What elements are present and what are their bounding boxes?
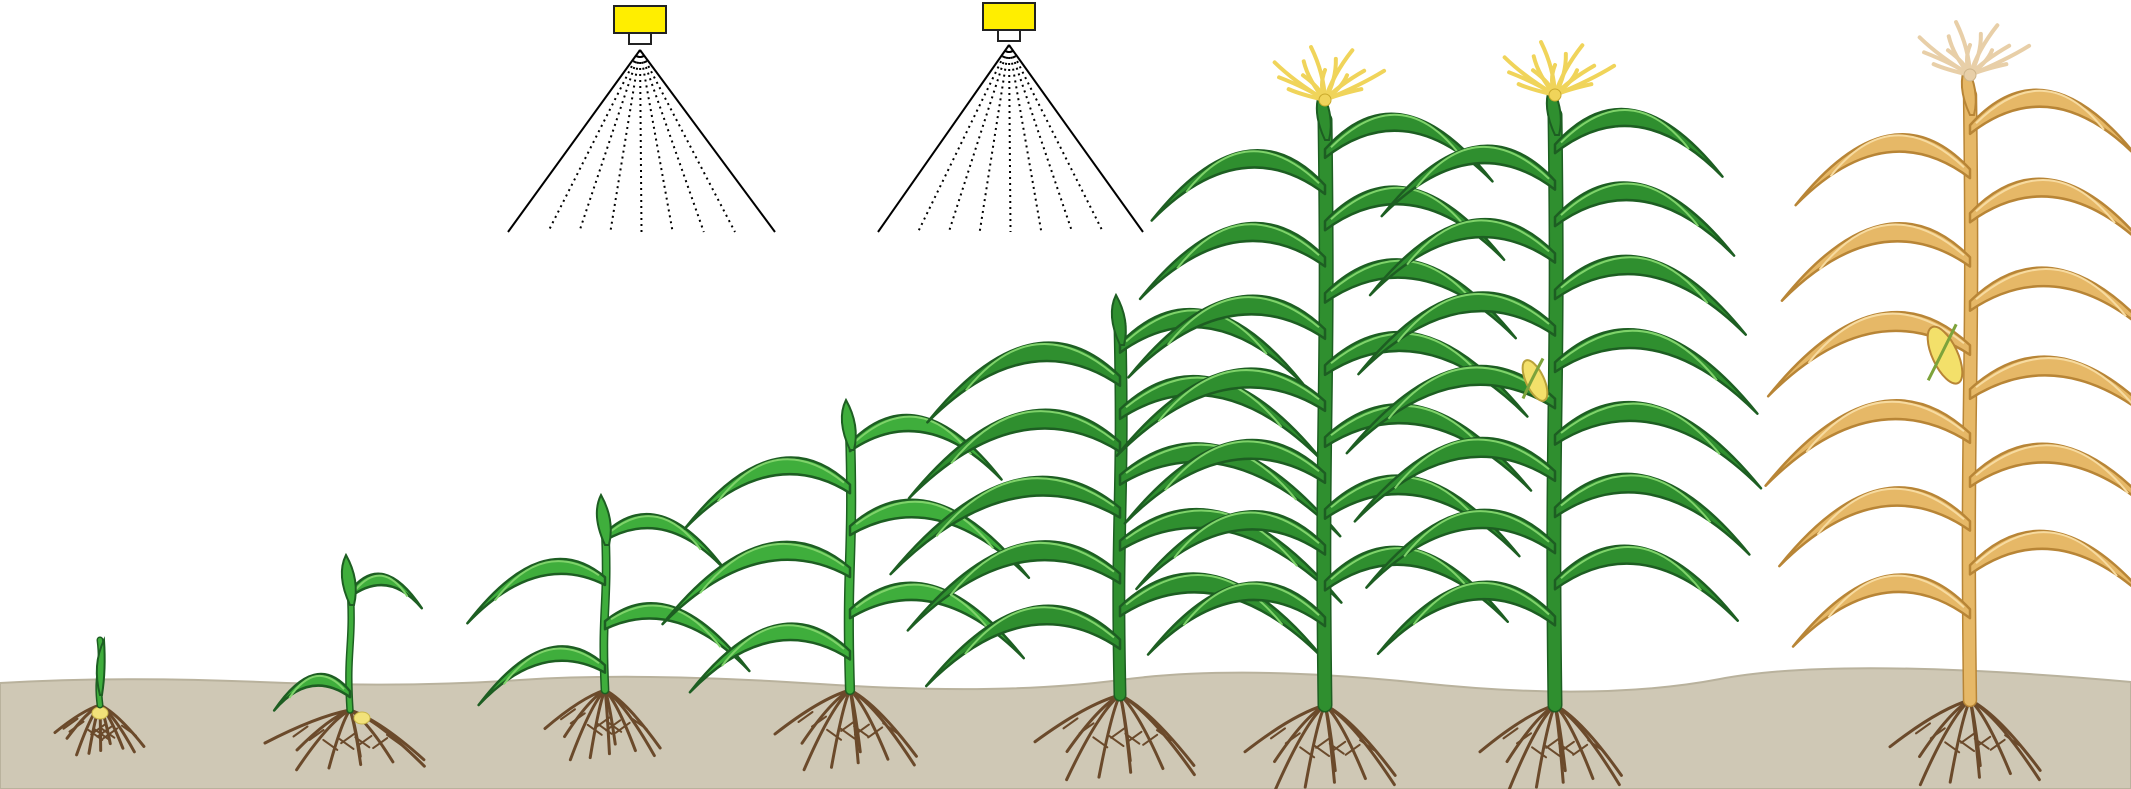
plant-leaf bbox=[1970, 444, 2131, 526]
plant-leaf bbox=[1555, 182, 1734, 255]
plant-leaf bbox=[1555, 329, 1757, 413]
sprayers-layer bbox=[508, 3, 1143, 232]
plant-leaf bbox=[927, 343, 1120, 423]
spray-cone-left-edge bbox=[878, 45, 1009, 232]
leaf-blade bbox=[1970, 531, 2131, 606]
spray-droplet-stream bbox=[548, 50, 640, 232]
plant-leaf bbox=[1140, 223, 1325, 299]
plant-leaf bbox=[1970, 179, 2131, 253]
plant-leaf bbox=[1555, 546, 1738, 621]
plant-leaf bbox=[1793, 574, 1970, 646]
plant-ear bbox=[1921, 322, 1970, 388]
leaf-blade bbox=[1555, 546, 1738, 621]
spray-droplet-stream bbox=[1009, 45, 1041, 232]
sprayer-nozzle-1 bbox=[508, 6, 775, 232]
leaf-blade bbox=[1378, 582, 1555, 654]
plant-leaf bbox=[1555, 474, 1749, 555]
plant-leaf bbox=[1152, 150, 1325, 220]
leaf-blade bbox=[685, 457, 850, 528]
plant-tassel bbox=[1505, 42, 1614, 101]
sprayer-body bbox=[983, 3, 1035, 30]
tassel-node bbox=[1319, 94, 1331, 106]
plant-whorl bbox=[597, 495, 611, 545]
spray-cone-right-edge bbox=[1009, 45, 1143, 232]
corn-seed bbox=[354, 712, 370, 724]
spray-droplet-stream bbox=[640, 50, 673, 232]
leaf-blade bbox=[1555, 474, 1749, 555]
leaf-blade bbox=[1970, 357, 2131, 444]
plant-leaf bbox=[1970, 90, 2131, 158]
spray-droplet-stream bbox=[640, 50, 704, 232]
leaf-blade bbox=[1152, 150, 1325, 220]
plant-whorl bbox=[842, 400, 856, 450]
leaf-blade bbox=[1555, 182, 1734, 255]
tassel-node bbox=[1549, 89, 1561, 101]
plant-leaf bbox=[1970, 268, 2131, 349]
spray-cone-right-edge bbox=[640, 50, 775, 232]
plant-leaf bbox=[850, 415, 1002, 479]
plant-leaf bbox=[350, 574, 422, 608]
plant-tassel bbox=[1275, 47, 1384, 106]
leaf-blade bbox=[1766, 400, 1970, 485]
leaf-blade bbox=[1782, 223, 1970, 300]
plant-leaf bbox=[926, 606, 1120, 686]
plant-leaf bbox=[1766, 400, 1970, 485]
spray-droplet-stream bbox=[640, 50, 642, 232]
leaf-blade bbox=[663, 542, 850, 624]
plant-leaf bbox=[1782, 223, 1970, 300]
plant-leaf bbox=[1128, 296, 1325, 378]
leaf-blade bbox=[1555, 109, 1722, 177]
leaf-blade bbox=[1128, 296, 1325, 378]
leaf-blade bbox=[850, 415, 1002, 479]
plant-leaf bbox=[1378, 582, 1555, 654]
spray-droplet-stream bbox=[918, 45, 1009, 232]
sprayer-body bbox=[614, 6, 666, 33]
leaf-blade bbox=[1796, 134, 1970, 205]
leaf-blade bbox=[1779, 487, 1970, 566]
plant-tassel bbox=[1920, 22, 2029, 81]
leaf-blade bbox=[350, 574, 422, 608]
leaf-blade bbox=[1970, 444, 2131, 526]
spray-droplet-stream bbox=[640, 50, 735, 232]
leaf-blade bbox=[467, 559, 605, 623]
plant-leaf bbox=[467, 559, 605, 623]
sprayer-nozzle-tip bbox=[998, 30, 1020, 41]
leaf-blade bbox=[1970, 90, 2131, 158]
leaf-blade bbox=[1120, 574, 1323, 659]
spray-droplet-stream bbox=[949, 45, 1009, 232]
leaf-blade bbox=[1793, 574, 1970, 646]
plant-leaf bbox=[1970, 357, 2131, 444]
corn-seed bbox=[92, 707, 108, 719]
plant-leaf bbox=[663, 542, 850, 624]
spray-droplet-stream bbox=[1009, 45, 1103, 232]
leaf-blade bbox=[927, 343, 1120, 423]
leaf-blade bbox=[1970, 179, 2131, 253]
plant-leaf bbox=[605, 514, 725, 569]
plant-leaf bbox=[1970, 531, 2131, 606]
spray-droplet-stream bbox=[1009, 45, 1072, 232]
spray-droplet-stream bbox=[579, 50, 640, 232]
plant-leaf bbox=[1796, 134, 1970, 205]
sprayer-nozzle-2 bbox=[878, 3, 1143, 232]
plant-leaf bbox=[1120, 574, 1323, 659]
plant-leaf bbox=[1779, 487, 1970, 566]
sprayer-nozzle-tip bbox=[629, 33, 651, 44]
leaf-blade bbox=[1555, 402, 1761, 488]
spray-droplet-stream bbox=[1009, 45, 1011, 232]
plant-leaf bbox=[685, 457, 850, 528]
plant-whorl bbox=[342, 555, 356, 605]
plant-leaf bbox=[1555, 109, 1722, 177]
plant-leaf bbox=[1555, 256, 1746, 335]
tassel-node bbox=[1964, 69, 1976, 81]
plant-leaf bbox=[1555, 402, 1761, 488]
plant-leaf bbox=[1117, 369, 1325, 456]
leaf-blade bbox=[1970, 268, 2131, 349]
leaf-blade bbox=[926, 606, 1120, 686]
spray-cone-left-edge bbox=[508, 50, 640, 232]
leaf-blade bbox=[1555, 329, 1757, 413]
leaf-blade bbox=[1140, 223, 1325, 299]
leaf-blade bbox=[1555, 256, 1746, 335]
